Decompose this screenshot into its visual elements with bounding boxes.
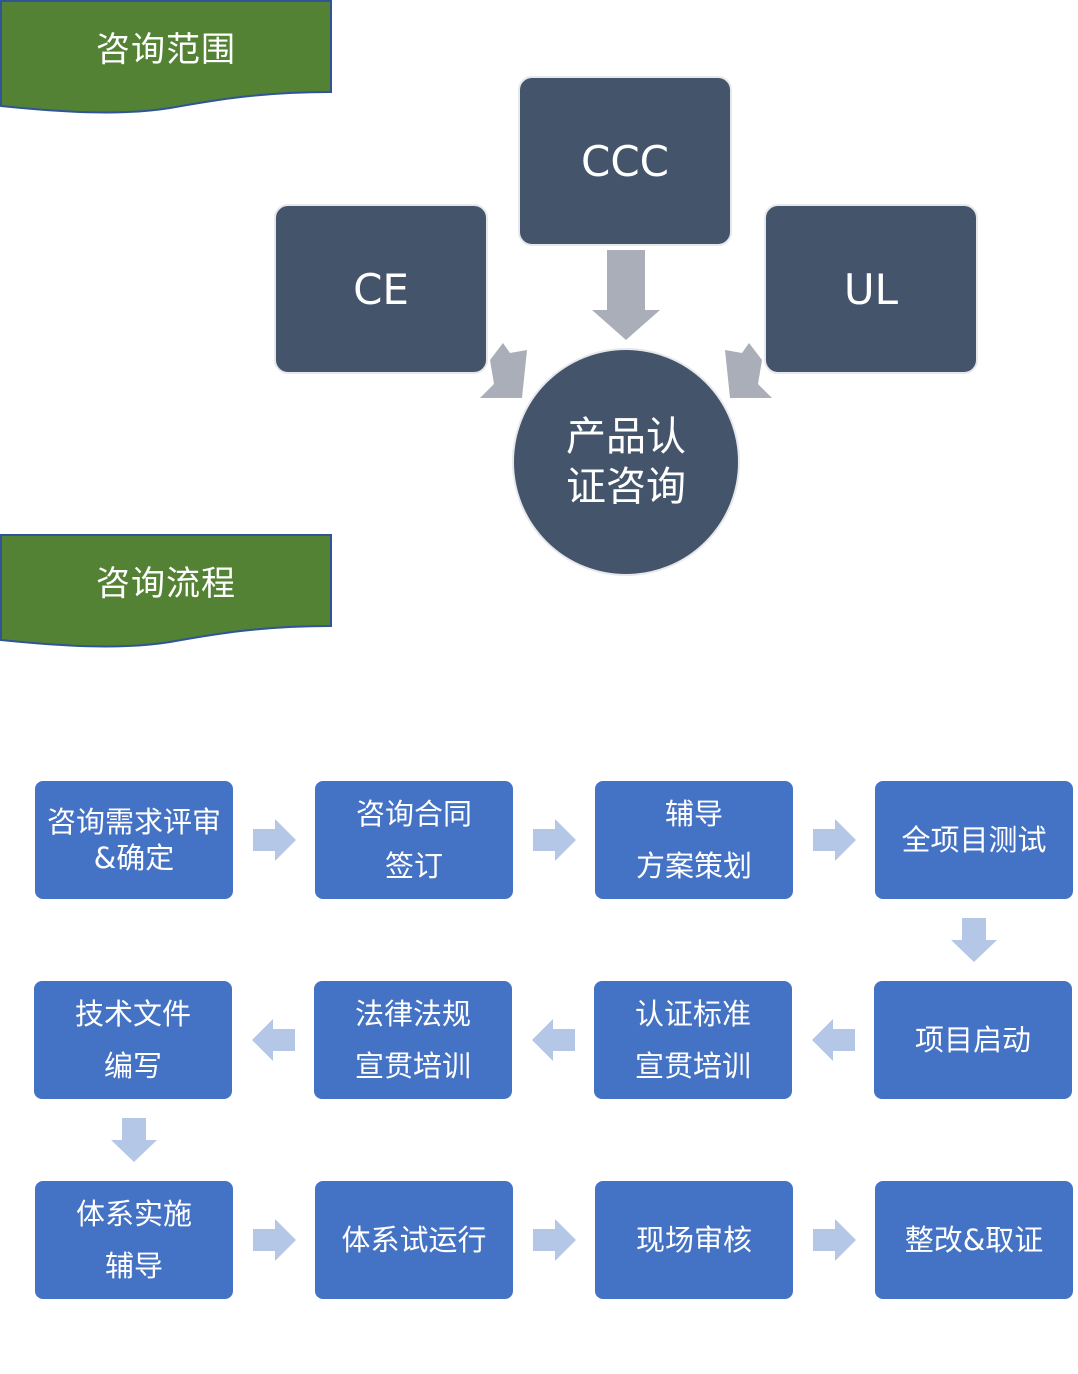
arrow-right-icon [253,1219,296,1261]
center-label: 产品认证咨询 [566,414,686,510]
center-circle: 产品认证咨询 [512,348,740,576]
step-line1: 技术文件 [74,997,191,1031]
process-step: 法律法规宣贯培训 [314,981,512,1099]
arrow-right-icon [813,1219,856,1261]
arrow-right-icon [533,1219,576,1261]
arrow-down-right-icon [480,343,527,398]
section-title: 咨询范围 [96,29,236,70]
step-line1: 认证标准 [634,997,751,1031]
cert-box-ce: CE [274,204,488,374]
section-title: 咨询流程 [96,563,236,604]
process-step: 认证标准宣贯培训 [594,981,792,1099]
step-line1: 全项目测试 [901,823,1047,857]
process-step: 体系实施辅导 [35,1181,233,1299]
process-step: 项目启动 [874,981,1072,1099]
process-step: 整改&取证 [875,1181,1073,1299]
arrow-right-icon [813,819,856,861]
cert-label: CE [353,264,409,314]
cert-label: UL [843,264,899,314]
arrow-left-icon [252,1019,295,1061]
step-line2: 签订 [384,849,443,883]
process-step: 咨询合同签订 [315,781,513,899]
process-step: 辅导方案策划 [595,781,793,899]
scope-arrows [480,250,772,398]
arrow-down-icon [592,250,660,340]
section-banner-scope: 咨询范围 [0,0,332,118]
arrow-down-icon [951,918,997,962]
step-line1: 咨询需求评审 [46,805,221,839]
step-line1: 整改&取证 [904,1223,1044,1257]
arrow-left-icon [532,1019,575,1061]
process-step: 体系试运行 [315,1181,513,1299]
step-line1: 体系试运行 [341,1223,487,1257]
arrow-right-icon [253,819,296,861]
step-line1: 咨询合同 [355,797,472,831]
process-step: 全项目测试 [875,781,1073,899]
banner-shape [0,0,332,114]
process-step: 现场审核 [595,1181,793,1299]
arrow-left-icon [812,1019,855,1061]
section-banner-process: 咨询流程 [0,534,332,652]
process-step: 咨询需求评审&确定 [35,781,233,899]
step-line2: 辅导 [104,1249,163,1283]
step-line2: 编写 [103,1049,162,1083]
banner-shape [0,534,332,648]
step-line2: 宣贯培训 [354,1049,471,1083]
arrow-down-icon [111,1118,157,1162]
arrow-down-left-icon [725,343,772,398]
step-line1: 现场审核 [635,1223,752,1257]
step-line1: 辅导 [664,797,723,831]
step-line2: 宣贯培训 [634,1049,751,1083]
arrow-right-icon [533,819,576,861]
process-step: 技术文件编写 [34,981,232,1099]
step-line2: &确定 [93,841,175,875]
cert-box-ccc: CCC [518,76,732,246]
step-line1: 法律法规 [354,997,471,1031]
step-line1: 项目启动 [914,1023,1031,1057]
cert-box-ul: UL [764,204,978,374]
step-line2: 方案策划 [635,849,752,883]
cert-label: CCC [581,136,669,186]
step-line1: 体系实施 [75,1197,192,1231]
